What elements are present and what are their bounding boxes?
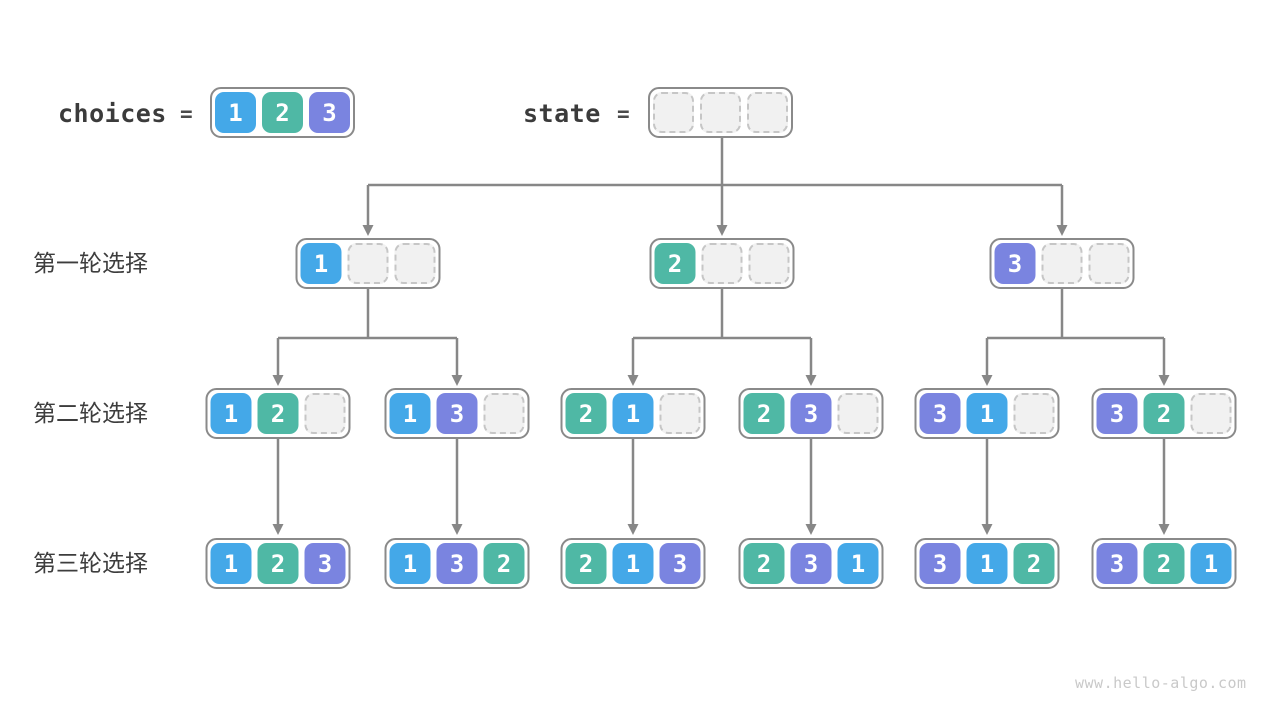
arrowhead-icon [1056, 225, 1068, 236]
empty-cell [747, 92, 788, 133]
choice-cell-1: 1 [612, 393, 654, 434]
empty-cell [1088, 243, 1130, 284]
arrowhead-icon [362, 225, 374, 236]
empty-cell [483, 393, 525, 434]
watermark: www.hello-algo.com [1075, 674, 1247, 692]
arrowhead-icon [805, 524, 817, 535]
empty-cell [347, 243, 389, 284]
arrowhead-icon [1158, 524, 1170, 535]
arrowhead-icon [627, 375, 639, 386]
empty-cell [701, 243, 743, 284]
choice-cell-2: 2 [262, 92, 303, 133]
arrowhead-icon [981, 524, 993, 535]
round-2-label: 第二轮选择 [33, 401, 148, 427]
state-array-box [648, 87, 793, 138]
empty-cell [1190, 393, 1232, 434]
choice-cell-3: 3 [919, 543, 961, 584]
choice-cell-3: 3 [790, 393, 832, 434]
choice-cell-2: 2 [565, 543, 607, 584]
choice-cell-2: 2 [1143, 543, 1185, 584]
arrowhead-icon [1158, 375, 1170, 386]
empty-cell [653, 92, 694, 133]
tree-node-level1-3: 3 [989, 238, 1135, 289]
state-label: state [523, 99, 601, 128]
choice-cell-1: 1 [300, 243, 342, 284]
round-3-label: 第三轮选择 [33, 551, 148, 577]
choice-cell-1: 1 [389, 543, 431, 584]
choice-cell-3: 3 [309, 92, 350, 133]
choice-cell-3: 3 [304, 543, 346, 584]
choice-cell-3: 3 [1096, 543, 1138, 584]
choice-cell-2: 2 [257, 543, 299, 584]
empty-cell [1041, 243, 1083, 284]
arrowhead-icon [627, 524, 639, 535]
empty-cell [659, 393, 701, 434]
choice-cell-3: 3 [919, 393, 961, 434]
choice-cell-2: 2 [1143, 393, 1185, 434]
choices-equals-sign: = [180, 102, 193, 126]
arrowhead-icon [272, 375, 284, 386]
tree-node-level1-1: 1 [295, 238, 441, 289]
choice-cell-2: 2 [654, 243, 696, 284]
choice-cell-1: 1 [215, 92, 256, 133]
choice-cell-3: 3 [659, 543, 701, 584]
empty-cell [837, 393, 879, 434]
choice-cell-2: 2 [565, 393, 607, 434]
choice-cell-2: 2 [743, 543, 785, 584]
choice-cell-2: 2 [257, 393, 299, 434]
choice-cell-1: 1 [837, 543, 879, 584]
choice-cell-3: 3 [436, 393, 478, 434]
empty-cell [394, 243, 436, 284]
choice-cell-3: 3 [994, 243, 1036, 284]
choice-cell-1: 1 [966, 393, 1008, 434]
empty-cell [700, 92, 741, 133]
choices-label: choices [58, 99, 167, 128]
round-1-label: 第一轮选择 [33, 251, 148, 277]
choice-cell-3: 3 [790, 543, 832, 584]
choice-cell-1: 1 [210, 543, 252, 584]
arrowhead-icon [451, 524, 463, 535]
state-equals-sign: = [617, 102, 630, 126]
choice-cell-2: 2 [1013, 543, 1055, 584]
choice-cell-3: 3 [436, 543, 478, 584]
choice-cell-2: 2 [483, 543, 525, 584]
tree-node-level1-2: 2 [649, 238, 795, 289]
choice-cell-1: 1 [612, 543, 654, 584]
choice-cell-3: 3 [1096, 393, 1138, 434]
empty-cell [304, 393, 346, 434]
choice-cell-1: 1 [1190, 543, 1232, 584]
choice-cell-1: 1 [966, 543, 1008, 584]
choice-cell-1: 1 [210, 393, 252, 434]
choice-cell-2: 2 [743, 393, 785, 434]
arrowhead-icon [716, 225, 728, 236]
arrowhead-icon [272, 524, 284, 535]
arrowhead-icon [981, 375, 993, 386]
empty-cell [1013, 393, 1055, 434]
empty-cell [748, 243, 790, 284]
arrowhead-icon [805, 375, 817, 386]
arrowhead-icon [451, 375, 463, 386]
choice-cell-1: 1 [389, 393, 431, 434]
